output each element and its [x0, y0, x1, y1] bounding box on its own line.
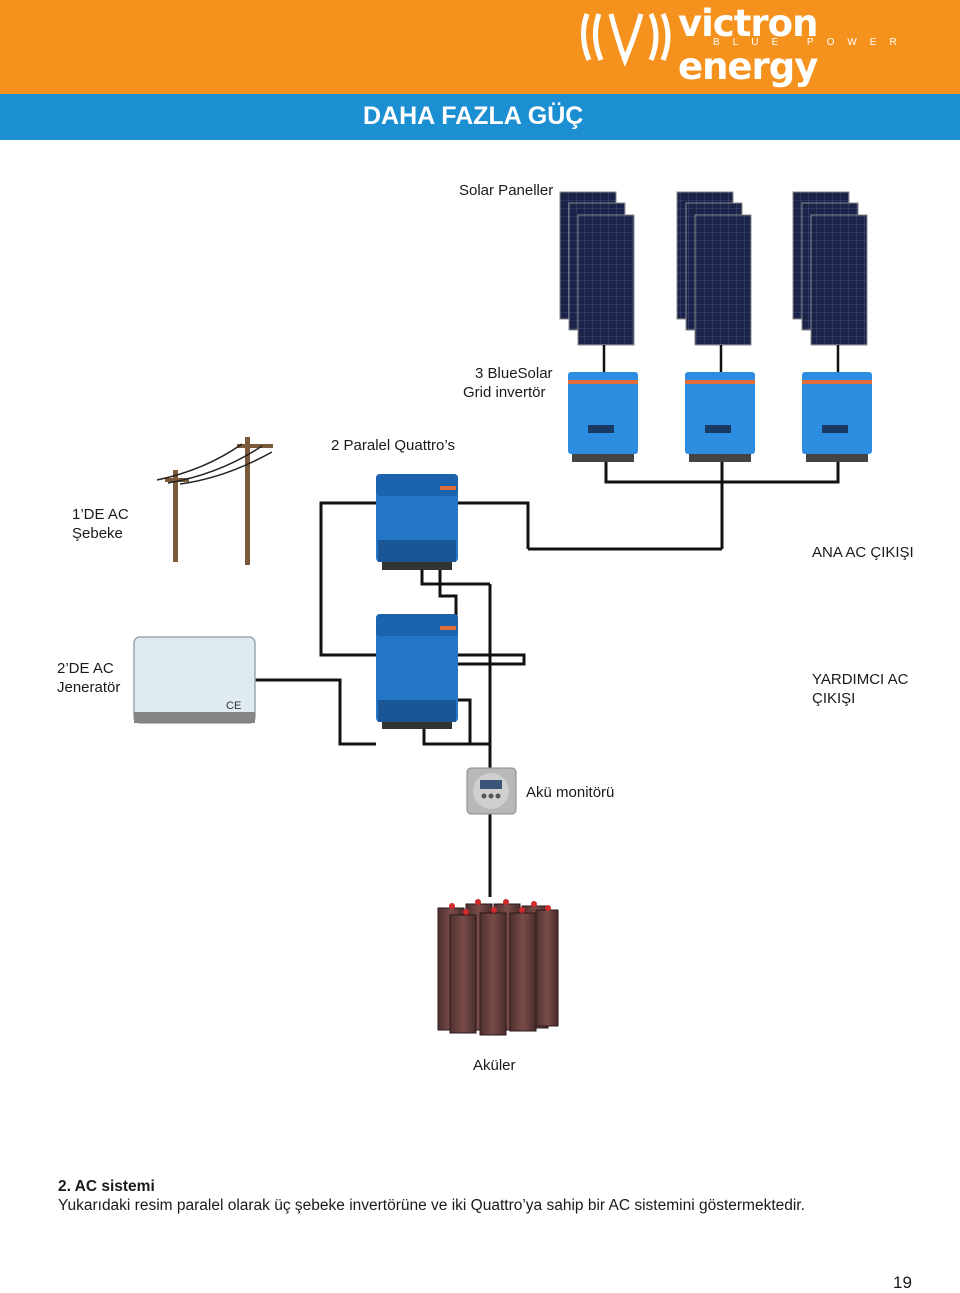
- aux-ac-output-label-line1: YARDIMCI AC: [812, 671, 909, 688]
- battery-monitor-label: Akü monitörü: [526, 784, 615, 801]
- victron-logo-icon: [581, 12, 671, 67]
- grid-label-line2: Şebeke: [72, 525, 123, 542]
- page-title: DAHA FAZLA GÜÇ: [363, 102, 584, 130]
- ce-mark: CE: [226, 700, 241, 712]
- battery-monitor: [466, 767, 517, 815]
- grid-inverter-label-line1: 3 BlueSolar: [475, 365, 553, 382]
- caption-title: 2. AC sistemi: [58, 1178, 155, 1195]
- solar-panels: [559, 191, 868, 346]
- wiring: [255, 462, 840, 897]
- quattro-units: [376, 474, 458, 729]
- main-ac-output-label: ANA AC ÇIKIŞI: [812, 544, 914, 561]
- solar-panels-label: Solar Paneller: [459, 182, 554, 199]
- title-bar: [0, 94, 960, 140]
- caption-body: Yukarıdaki resim paralel olarak üç şebek…: [58, 1197, 805, 1214]
- generator: CE: [133, 636, 256, 724]
- generator-label-line1: 2’DE AC: [57, 660, 114, 677]
- generator-label-line2: Jeneratör: [57, 679, 121, 696]
- quattros-label: 2 Paralel Quattro’s: [331, 437, 455, 454]
- aux-ac-output-label-line2: ÇIKIŞI: [812, 690, 856, 707]
- grid-utility-poles: [156, 437, 273, 565]
- grid-label-line1: 1’DE AC: [72, 506, 129, 523]
- brand-name: victron energy: [678, 2, 818, 88]
- battery-bank: [437, 899, 559, 1036]
- grid-inverter-label-line2: Grid invertör: [463, 384, 546, 401]
- brand-tagline: BLUE POWER: [713, 37, 910, 48]
- grid-inverters: [568, 372, 872, 462]
- batteries-label: Aküler: [473, 1057, 516, 1074]
- page-number: 19: [893, 1273, 912, 1292]
- header-bar: [0, 0, 960, 94]
